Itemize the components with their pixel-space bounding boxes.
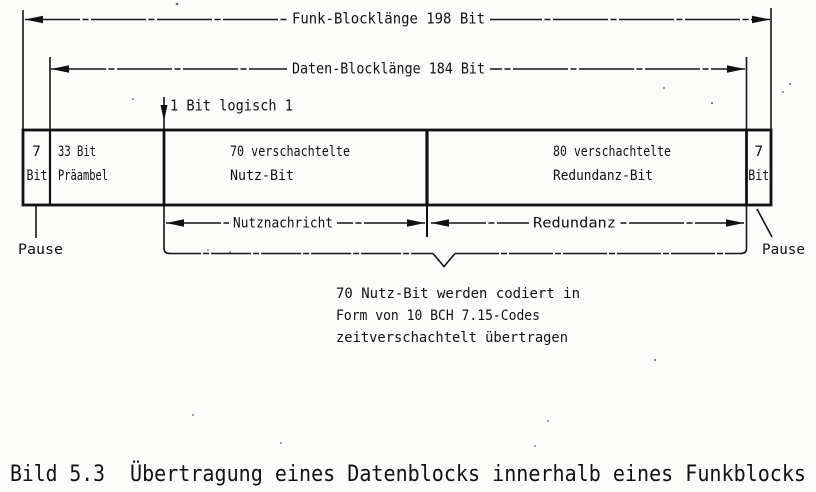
arrowhead-left-icon (51, 65, 69, 73)
note-line: 70 Nutz-Bit werden codiert in (336, 286, 580, 302)
cell-text: 7 (754, 144, 763, 160)
arrowhead-down-icon (160, 105, 168, 121)
bit-marker-label: 1 Bit logisch 1 (170, 97, 293, 115)
redundanz-label: Redundanz (533, 216, 616, 232)
note-line: zeitverschachtelt übertragen (336, 330, 568, 346)
cell-text: Präambel (58, 168, 108, 184)
arrowhead-left-icon (25, 15, 43, 24)
cell-text: Redundanz-Bit (553, 168, 653, 184)
pause-left: Pause (18, 205, 63, 258)
caption-figure-number: Bild 5.3 (10, 462, 105, 487)
daten-blocklaenge-label: Daten-Blocklänge 184 Bit (292, 60, 485, 78)
cell-text: 80 verschachtelte (553, 144, 671, 160)
block-structure: 7 Bit 33 Bit Präambel 70 verschachtelte … (21, 128, 773, 207)
block-outline (21, 128, 773, 207)
pause-right: Pause (756, 208, 805, 258)
pause-right-label: Pause (762, 242, 805, 258)
cell-nutz-bit: 70 verschachtelte Nutz-Bit (230, 144, 350, 184)
pause-left-label: Pause (18, 242, 63, 258)
cell-text: 33 Bit (58, 144, 96, 160)
cell-text: 70 verschachtelte (230, 144, 350, 160)
cell-redundanz-bit: 80 verschachtelte Redundanz-Bit (553, 144, 671, 184)
scan-noise (132, 2, 791, 447)
daten-blocklaenge-dimension: Daten-Blocklänge 184 Bit (49, 57, 748, 130)
redundanz-dimension: Redundanz (431, 214, 744, 232)
cell-praeambel: 33 Bit Präambel (58, 144, 108, 184)
cell-pause-right: 7 Bit (748, 144, 769, 184)
cell-text: Nutz-Bit (230, 168, 294, 184)
funk-blocklaenge-dimension: Funk-Blocklänge 198 Bit (22, 8, 772, 130)
arrowhead-right-icon (752, 15, 770, 24)
arrowhead-right-icon (727, 65, 745, 73)
brace (163, 205, 748, 268)
nutznachricht-label: Nutznachricht (233, 216, 333, 232)
caption-text: Übertragung eines Datenblocks innerhalb … (130, 461, 806, 487)
funk-blocklaenge-label: Funk-Blocklänge 198 Bit (292, 10, 485, 28)
cell-text: Bit (748, 168, 769, 184)
cell-pause-left: 7 Bit (27, 144, 48, 184)
cell-text: Bit (27, 168, 48, 184)
note: 70 Nutz-Bit werden codiert in Form von 1… (336, 286, 580, 346)
nutznachricht-dimension: Nutznachricht (166, 214, 425, 232)
cell-text: 7 (32, 144, 41, 160)
note-line: Form von 10 BCH 7.15-Codes (336, 308, 540, 324)
bit-marker: 1 Bit logisch 1 (160, 97, 293, 130)
caption: Bild 5.3 Übertragung eines Datenblocks i… (10, 461, 806, 487)
